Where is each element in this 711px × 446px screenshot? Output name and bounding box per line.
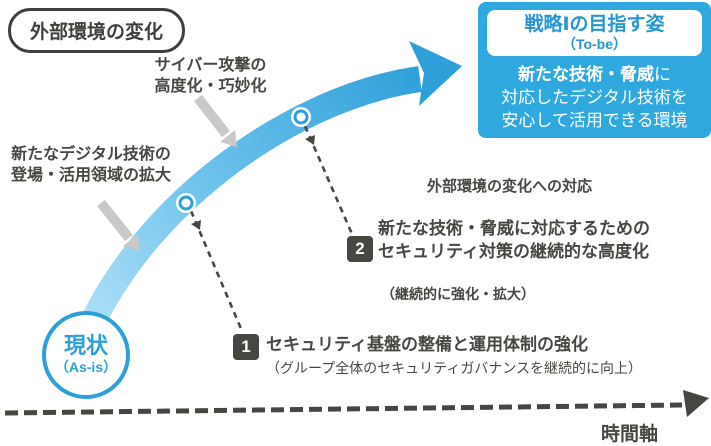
asis-title: 現状 <box>63 333 108 358</box>
env-note-1: サイバー攻撃の 高度化・巧妙化 <box>118 55 303 97</box>
step-1-line2: （グループ全体のセキュリティガバナンスを継続的に向上） <box>266 360 643 376</box>
connector-step-2 <box>303 125 354 235</box>
milestone-dot-1 <box>176 193 196 213</box>
tobe-header: 戦略Ⅰの目指す姿 （To-be） <box>487 10 702 56</box>
external-environment-label: 外部環境の変化 <box>8 8 186 53</box>
time-axis-label: 時間軸 <box>601 424 659 445</box>
tobe-title: 戦略Ⅰの目指す姿 <box>524 14 665 35</box>
step-2-line2: セキュリティ対策の継続的な高度化 <box>378 242 649 261</box>
growth-curve <box>67 66 422 357</box>
tobe-box: 戦略Ⅰの目指す姿 （To-be） 新たな技術・脅威に 対応したデジタル技術を 安… <box>478 2 711 138</box>
tobe-body-line2: 対応したデジタル技術を <box>501 88 688 107</box>
asis-subtitle: （As-is） <box>54 359 118 375</box>
step-2-caption: 外部環境の変化への対応 <box>427 178 593 195</box>
step-2-line1: 新たな技術・脅威に対応するための <box>378 219 650 238</box>
tobe-body-line3: 安心して活用できる環境 <box>501 111 688 130</box>
step-1-badge: 1 <box>233 334 259 360</box>
env-note-1-line1: サイバー攻撃の <box>154 57 267 74</box>
env-note-2-line1: 新たなデジタル技術の <box>11 146 171 163</box>
tobe-body-line1: 新たな技術・脅威に <box>487 63 702 86</box>
step-2-badge: 2 <box>347 236 373 262</box>
impact-arrow-icon-2 <box>97 199 140 251</box>
milestone-dot-2 <box>291 107 311 127</box>
step-2-note: （継続的に強化・拡大） <box>381 286 535 302</box>
tobe-body-line1-rest: に <box>654 65 671 84</box>
env-note-2: 新たなデジタル技術の 登場・活用領域の拡大 <box>0 144 182 186</box>
env-note-2-line2: 登場・活用領域の拡大 <box>10 167 171 185</box>
tobe-body-line1-bold: 新たな技術・脅威 <box>518 65 654 84</box>
tobe-body: 新たな技術・脅威に 対応したデジタル技術を 安心して活用できる環境 <box>487 63 702 132</box>
tobe-subtitle: （To-be） <box>561 36 628 52</box>
connector-step-1 <box>189 210 244 332</box>
growth-curve-arrowhead-icon <box>409 41 462 106</box>
impact-arrow-icon-1 <box>194 94 237 147</box>
step-1-text: セキュリティ基盤の整備と運用体制の強化 （グループ全体のセキュリティガバナンスを… <box>266 333 642 378</box>
asis-circle: 現状 （As-is） <box>42 311 130 399</box>
step-1-line1: セキュリティ基盤の整備と運用体制の強化 <box>266 335 588 354</box>
step-2-text: 新たな技術・脅威に対応するための セキュリティ対策の継続的な高度化 <box>378 217 650 263</box>
time-axis-line <box>4 402 683 416</box>
time-axis-arrow-icon <box>683 390 709 417</box>
env-note-1-line2: 高度化・巧妙化 <box>154 78 267 96</box>
